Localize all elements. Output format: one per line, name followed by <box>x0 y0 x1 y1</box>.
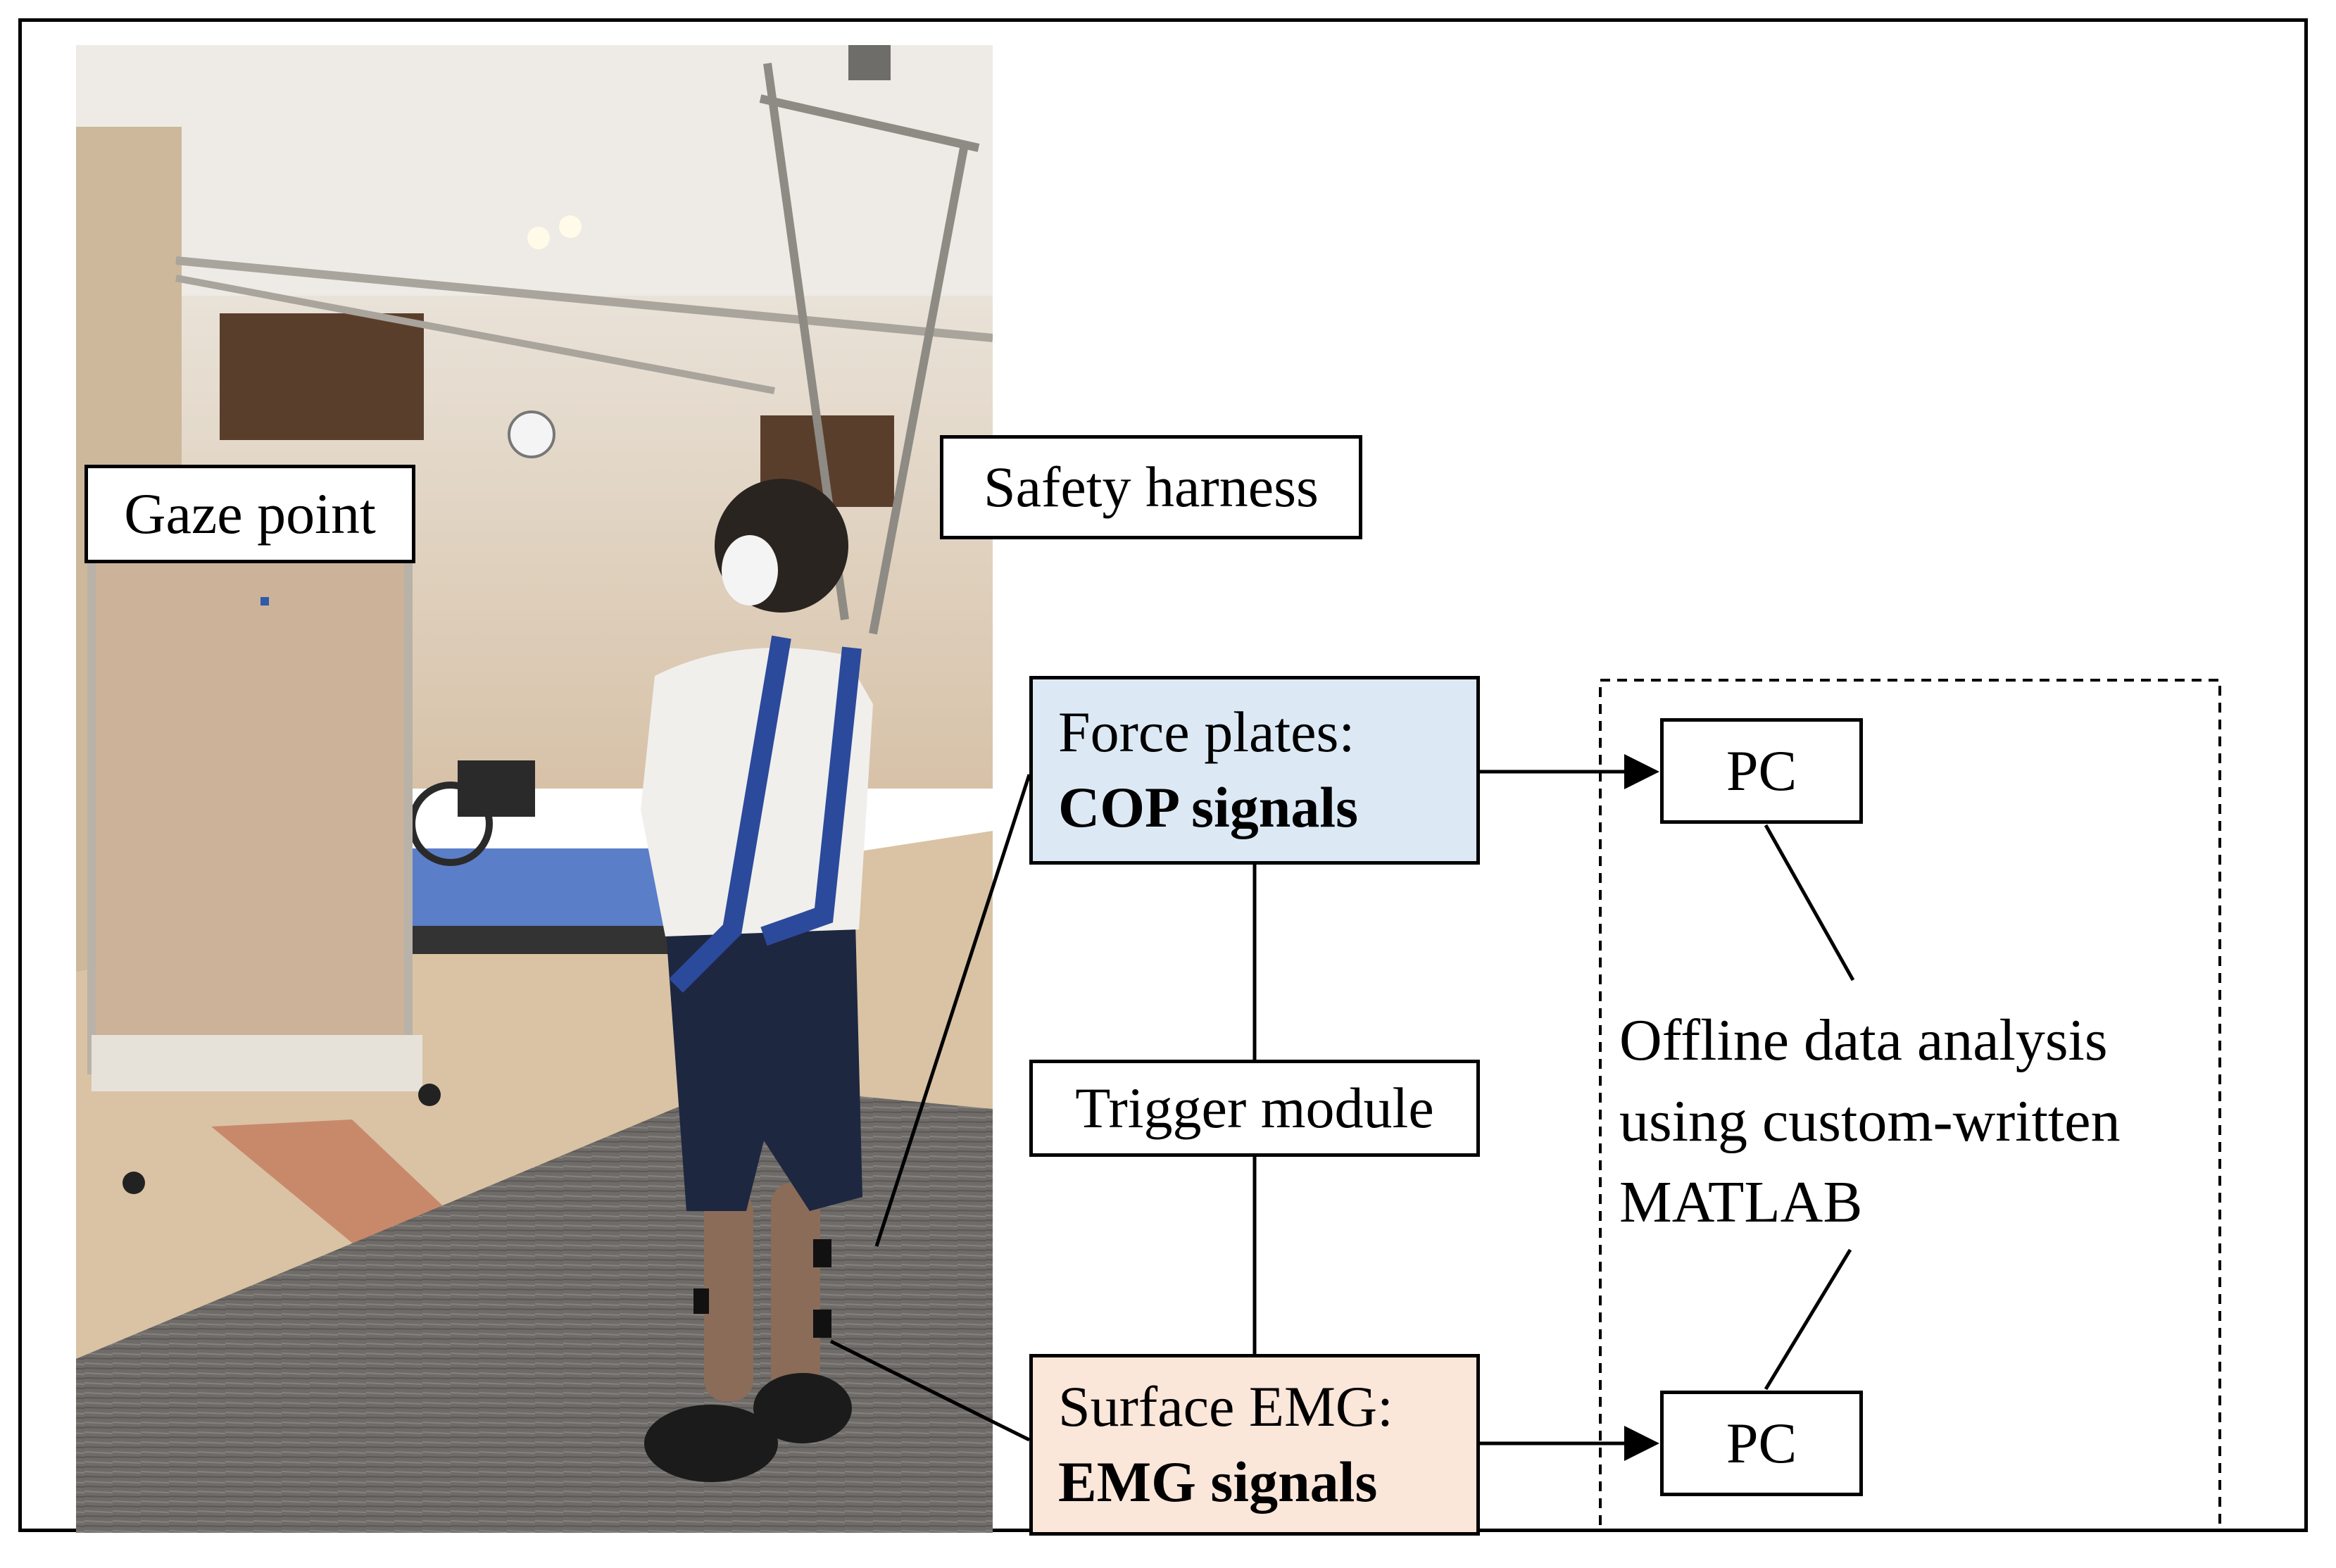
analysis-line-1: Offline data analysis <box>1619 1008 2108 1073</box>
wall-clock <box>508 410 555 458</box>
analysis-dashed-region <box>1599 679 2221 1532</box>
safety-harness-label-box: Safety harness <box>940 435 1362 539</box>
person-leg-right <box>771 1183 820 1401</box>
pc-bottom-box: PC <box>1660 1391 1863 1496</box>
safety-harness-label: Safety harness <box>984 454 1319 519</box>
trigger-module-box: Trigger module <box>1029 1060 1480 1157</box>
treatment-bed <box>405 848 701 926</box>
analysis-line-2: using custom-written <box>1619 1089 2121 1155</box>
force-plate-leader <box>874 774 1031 1247</box>
person-leg-left <box>704 1190 753 1401</box>
pc-top-to-analysis-line <box>1764 824 1855 981</box>
surface-emg-box: Surface EMG: EMG signals <box>1029 1354 1480 1536</box>
gaze-target-dot <box>260 597 269 606</box>
emg-signals-label: EMG signals <box>1058 1450 1378 1514</box>
analysis-to-pc-bottom-line <box>1764 1248 1852 1391</box>
gaze-board <box>87 545 413 1074</box>
analysis-line-3: MATLAB <box>1619 1169 1863 1236</box>
ceiling <box>76 45 993 327</box>
trigger-module-label: Trigger module <box>1075 1075 1434 1140</box>
pc-bottom-label: PC <box>1726 1410 1797 1475</box>
shoe-right <box>753 1373 852 1443</box>
shoe-left <box>644 1405 778 1482</box>
window-blinds-left <box>220 313 424 440</box>
gaze-point-label-box: Gaze point <box>84 465 415 563</box>
pc-top-box: PC <box>1660 718 1863 824</box>
surface-emg-title: Surface EMG: <box>1058 1374 1393 1439</box>
offline-analysis-text: Offline data analysis using custom-writt… <box>1619 1000 2239 1243</box>
gaze-point-label: Gaze point <box>124 481 376 546</box>
ceiling-rail <box>175 256 993 342</box>
force-plates-title: Force plates: <box>1058 700 1355 765</box>
harness-straps <box>669 635 862 993</box>
person-shorts <box>665 922 862 1211</box>
emg-leader <box>829 1339 1031 1442</box>
pc-top-label: PC <box>1726 738 1797 803</box>
emg-sensor <box>813 1239 831 1267</box>
force-plates-box: Force plates: COP signals <box>1029 676 1480 865</box>
cop-signals-label: COP signals <box>1058 775 1359 839</box>
